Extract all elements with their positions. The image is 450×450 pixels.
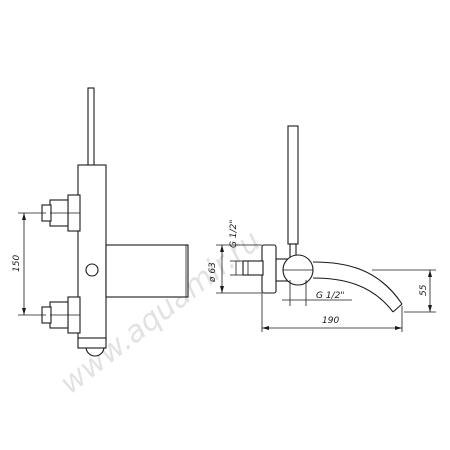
- front-view: 150: [12, 87, 189, 357]
- diverter-knob: [85, 263, 99, 277]
- spout-curve-top: [312, 261, 403, 305]
- dim-150-label: 150: [12, 255, 22, 272]
- dim-diameter-arrow-top: [220, 245, 224, 252]
- mixer-body: [77, 164, 107, 341]
- dim-g-bottom-label: G 1/2": [316, 291, 344, 301]
- upper-valve: [41, 194, 81, 232]
- dim-150: 150: [12, 212, 46, 316]
- dim-190-arrow-right: [395, 326, 402, 330]
- dim-diameter-arrow-bottom: [220, 286, 224, 293]
- dim-55-label: 55: [419, 284, 429, 296]
- connector-fitting: [242, 260, 264, 276]
- dim-diameter: ø 63: [208, 244, 262, 294]
- dim-150-arrow-bottom: [22, 308, 26, 315]
- dim-diameter-label: ø 63: [208, 262, 218, 283]
- dim-g-top-label: G 1/2": [229, 220, 239, 248]
- dim-55-arrow-bottom: [428, 305, 432, 312]
- dim-190-arrow-left: [262, 326, 269, 330]
- dim-g-top: G 1/2": [229, 220, 244, 276]
- dim-55: 55: [372, 269, 436, 313]
- bottom-cap: [77, 337, 107, 349]
- spout-curve-bottom: [312, 277, 394, 313]
- dim-190: 190: [261, 293, 403, 332]
- wall-flange: [261, 244, 277, 294]
- shower-rod: [87, 87, 95, 167]
- spout-outlet: [392, 303, 403, 313]
- lower-valve: [41, 296, 81, 334]
- dim-g-bottom: G 1/2": [282, 280, 352, 306]
- hand-shower: [287, 125, 299, 245]
- side-view: G 1/2" ø 63 G 1/2" 190: [208, 125, 436, 332]
- dim-55-arrow-top: [428, 270, 432, 277]
- dim-150-arrow-top: [22, 213, 26, 220]
- spout-block: [105, 244, 189, 298]
- dim-190-label: 190: [322, 316, 339, 326]
